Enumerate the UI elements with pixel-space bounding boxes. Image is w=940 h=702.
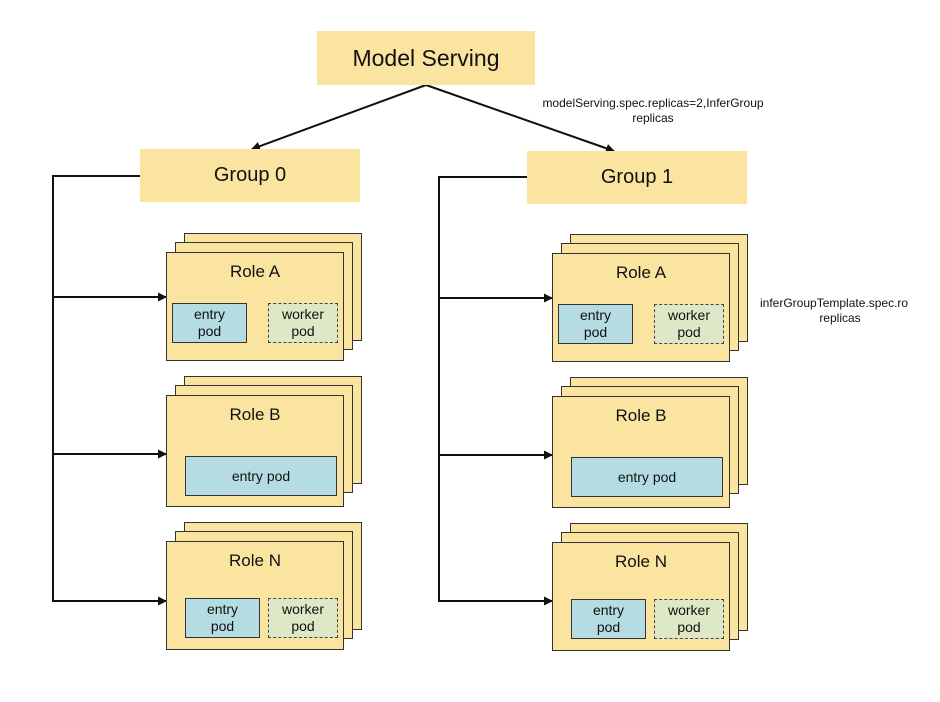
entry-pod: entry pod [571, 457, 723, 497]
template-annotation: inferGroupTemplate.spec.ro replicas [760, 296, 940, 326]
role-title: Role A [229, 262, 281, 281]
replicas-annotation-line-1: modelServing.spec.replicas=2,InferGroup [542, 96, 764, 110]
group-1-role-b-card: Role B entry pod [552, 396, 730, 508]
arrow-root-to-group-1 [425, 84, 615, 153]
replicas-annotation-line-2: replicas [632, 111, 674, 125]
model-serving-box: Model Serving [317, 31, 535, 85]
role-title: Role A [615, 263, 667, 282]
group-0-label: Group 0 [213, 164, 287, 186]
group-0-role-b-card: Role B entry pod [166, 395, 344, 507]
group-1-label: Group 1 [600, 166, 674, 188]
entry-pod: entry pod [185, 456, 337, 496]
group-1-role-b-stack: Role B entry pod [552, 377, 749, 508]
group-0-role-b-stack: Role B entry pod [166, 376, 363, 507]
arrow-root-to-group-0 [251, 84, 427, 151]
role-title: Role N [615, 552, 667, 571]
group-0-box: Group 0 [140, 149, 360, 202]
model-serving-label: Model Serving [352, 44, 500, 71]
group-1-box: Group 1 [527, 151, 747, 204]
template-annotation-line-1: inferGroupTemplate.spec.ro [760, 296, 909, 310]
role-title: Role B [615, 406, 667, 425]
template-annotation-line-2: replicas [819, 311, 861, 325]
role-title: Role N [229, 551, 281, 570]
role-title: Role B [229, 405, 281, 424]
replicas-annotation: modelServing.spec.replicas=2,InferGroup … [528, 96, 778, 126]
